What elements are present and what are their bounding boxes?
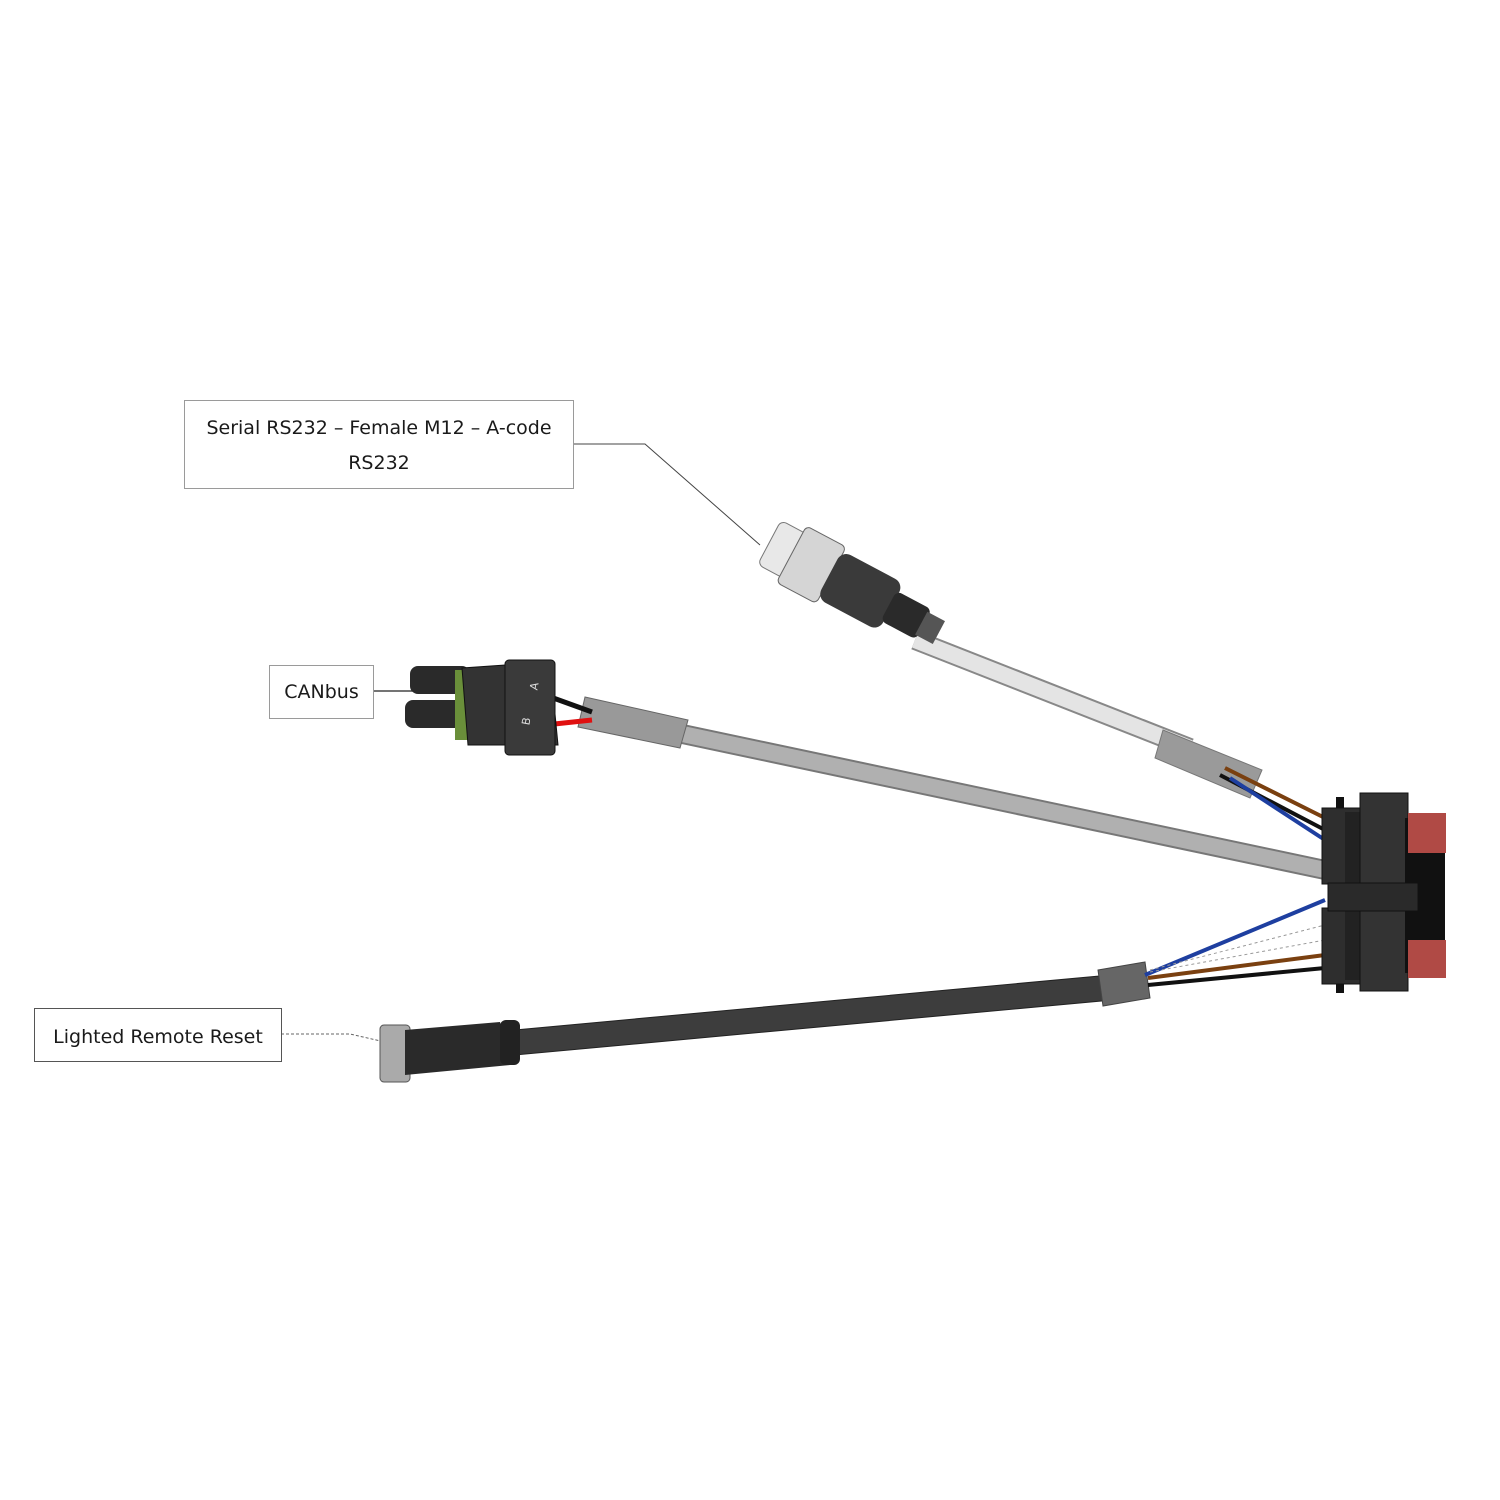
serial-rs232-label: Serial RS232 – Female M12 – A-code RS232: [184, 400, 574, 489]
serial-cable: [911, 630, 1327, 842]
serial-leader-line: [573, 443, 761, 546]
pin-b-label: B: [519, 716, 533, 726]
serial-label-line2: RS232: [348, 452, 410, 474]
lighted-remote-reset-label: Lighted Remote Reset: [34, 1008, 282, 1062]
reset-cable: [514, 898, 1326, 1056]
canbus-deutsch-connector: A B: [405, 659, 559, 756]
serial-label-line1: Serial RS232 – Female M12 – A-code: [206, 417, 552, 439]
canbus-cable: [544, 692, 1328, 880]
reset-m12-connector: [379, 1020, 520, 1083]
main-deutsch-connector: [1321, 792, 1446, 993]
m12-female-connector: [759, 521, 945, 645]
reset-leader-line: [281, 1033, 386, 1043]
pin-a-label: A: [527, 681, 541, 691]
canbus-label: CANbus: [269, 665, 374, 719]
